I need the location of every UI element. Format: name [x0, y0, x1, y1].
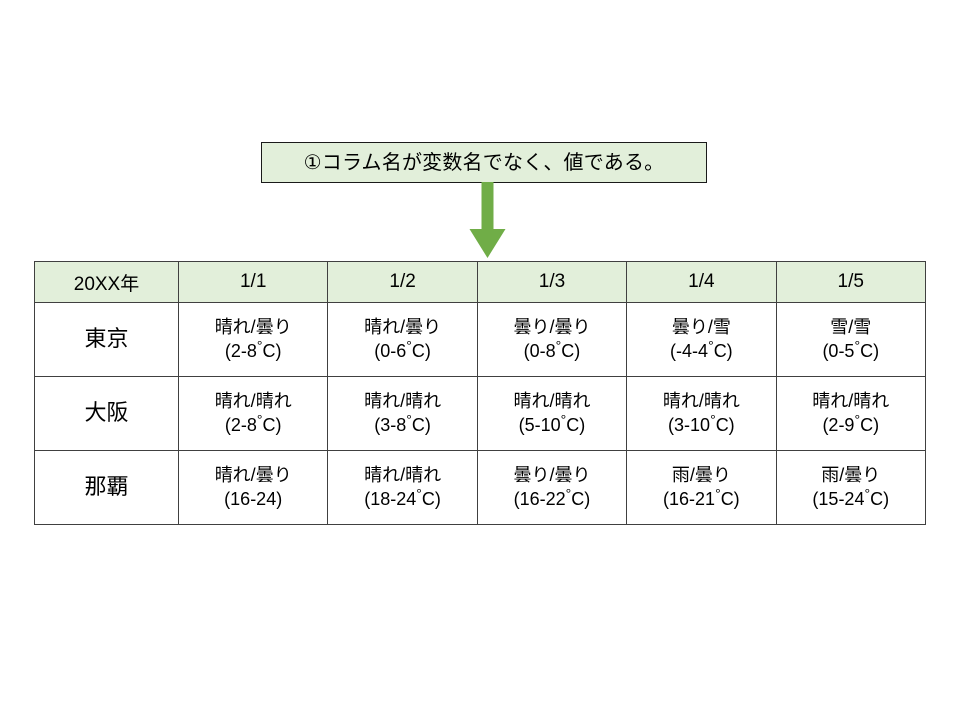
temperature-range: (2-8°C) [224, 337, 282, 361]
degree-symbol: ° [708, 337, 714, 354]
degree-symbol: ° [560, 411, 567, 428]
degree-symbol: ° [406, 411, 412, 428]
weather-condition: 晴れ/晴れ [662, 391, 740, 412]
degree-symbol: ° [256, 411, 263, 428]
weather-cell: 晴れ/曇り (16-24) [177, 450, 329, 525]
weather-cell: 晴れ/晴れ (18-24°C) [327, 450, 478, 525]
weather-condition: 雨/曇り [821, 465, 881, 486]
degree-symbol: ° [854, 411, 861, 428]
annotation-callout-text: ①コラム名が変数名でなく、値である。 [303, 151, 665, 174]
column-header-date-2: 1/2 [327, 261, 478, 303]
row-header-region: 那覇 [34, 450, 179, 525]
weather-condition: 曇り/曇り [513, 465, 591, 486]
weather-cell: 曇り/曇り (16-22°C) [476, 450, 628, 525]
weather-cell: 晴れ/晴れ (2-9°C) [775, 376, 926, 451]
column-header-date-1: 1/1 [177, 261, 329, 303]
weather-cell: 雨/曇り (16-21°C) [626, 450, 777, 525]
temperature-range: (2-9°C) [822, 411, 880, 435]
weather-cell: 晴れ/曇り (0-6°C) [327, 302, 478, 377]
column-header-date-5: 1/5 [775, 261, 926, 303]
table-row: 東京 晴れ/曇り (2-8°C) 晴れ/曇り (0-6°C) 曇り/曇り (0-… [34, 302, 926, 377]
column-header-year: 20XX年 [34, 261, 179, 303]
temperature-range: (16-22°C) [513, 485, 591, 509]
column-header-date-4: 1/4 [626, 261, 777, 303]
temperature-range: (0-5°C) [822, 337, 880, 361]
column-header-date-3: 1/3 [476, 261, 628, 303]
temperature-range: (3-10°C) [668, 411, 735, 435]
temperature-range: (16-24) [224, 488, 283, 509]
weather-cell: 晴れ/晴れ (2-8°C) [177, 376, 329, 451]
row-header-region: 大阪 [34, 376, 179, 451]
weather-condition: 曇り/曇り [513, 317, 591, 338]
degree-symbol: ° [555, 337, 562, 354]
weather-cell: 雨/曇り (15-24°C) [775, 450, 926, 525]
temperature-range: (18-24°C) [364, 485, 441, 509]
weather-condition: 晴れ/晴れ [364, 391, 442, 412]
temperature-range: (-4-4°C) [670, 337, 733, 361]
degree-symbol: ° [864, 485, 871, 502]
temperature-range: (2-8°C) [224, 411, 282, 435]
weather-condition: 晴れ/晴れ [214, 391, 292, 412]
weather-cell: 曇り/曇り (0-8°C) [476, 302, 628, 377]
down-arrow-icon [469, 182, 506, 260]
table-row: 大阪 晴れ/晴れ (2-8°C) 晴れ/晴れ (3-8°C) 晴れ/晴れ (5-… [34, 376, 926, 451]
temperature-range: (15-24°C) [812, 485, 890, 509]
annotation-callout-box: ①コラム名が変数名でなく、値である。 [261, 142, 707, 183]
degree-symbol: ° [854, 337, 861, 354]
weather-table: 20XX年 1/1 1/2 1/3 1/4 1/5 東京 晴れ/曇り (2-8°… [34, 261, 926, 525]
weather-condition: 晴れ/曇り [214, 317, 292, 338]
degree-symbol: ° [565, 485, 572, 502]
weather-cell: 曇り/雪 (-4-4°C) [626, 302, 777, 377]
weather-table-container: 20XX年 1/1 1/2 1/3 1/4 1/5 東京 晴れ/曇り (2-8°… [34, 261, 926, 525]
temperature-range: (0-8°C) [523, 337, 581, 361]
weather-cell: 晴れ/晴れ (3-8°C) [327, 376, 478, 451]
weather-condition: 曇り/雪 [671, 317, 731, 338]
weather-condition: 雪/雪 [830, 317, 872, 338]
temperature-range: (0-6°C) [374, 337, 431, 361]
down-arrow-shape [469, 182, 506, 258]
weather-condition: 晴れ/晴れ [812, 391, 890, 412]
degree-symbol: ° [406, 337, 412, 354]
weather-cell: 晴れ/曇り (2-8°C) [177, 302, 329, 377]
degree-symbol: ° [416, 485, 422, 502]
degree-symbol: ° [710, 411, 716, 428]
temperature-range: (5-10°C) [518, 411, 586, 435]
degree-symbol: ° [715, 485, 721, 502]
weather-condition: 晴れ/晴れ [364, 465, 442, 486]
temperature-range: (3-8°C) [374, 411, 431, 435]
temperature-range: (16-21°C) [663, 485, 740, 509]
weather-condition: 晴れ/曇り [214, 465, 292, 486]
weather-condition: 晴れ/曇り [364, 317, 442, 338]
weather-cell: 雪/雪 (0-5°C) [775, 302, 926, 377]
weather-condition: 雨/曇り [671, 465, 731, 486]
weather-condition: 晴れ/晴れ [513, 391, 591, 412]
degree-symbol: ° [256, 337, 263, 354]
table-header-row: 20XX年 1/1 1/2 1/3 1/4 1/5 [34, 261, 926, 303]
weather-cell: 晴れ/晴れ (5-10°C) [476, 376, 628, 451]
table-row: 那覇 晴れ/曇り (16-24) 晴れ/晴れ (18-24°C) 曇り/曇り (… [34, 450, 926, 525]
weather-cell: 晴れ/晴れ (3-10°C) [626, 376, 777, 451]
row-header-region: 東京 [34, 302, 179, 377]
